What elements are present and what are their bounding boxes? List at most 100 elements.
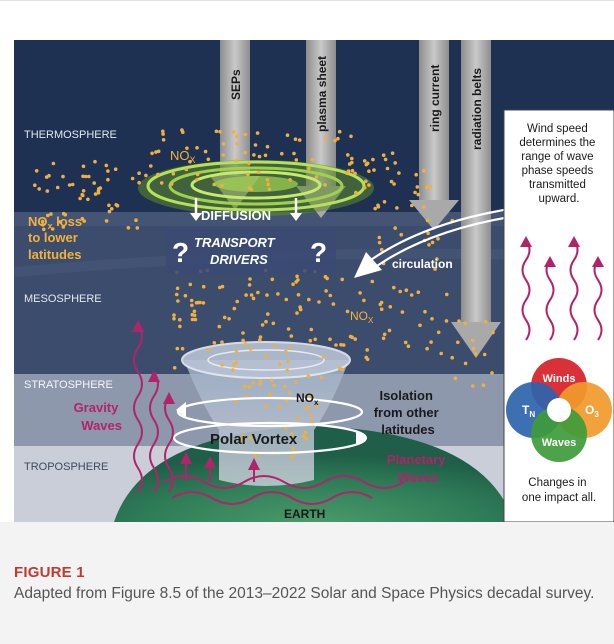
nox-dot [251, 381, 256, 385]
stratosphere-label: STRATOSPHERE [24, 379, 113, 391]
nox-dot [180, 346, 185, 351]
nox-dot [81, 174, 85, 179]
nox-dot [219, 184, 224, 188]
nox-dot [61, 174, 65, 179]
nox-dot [393, 226, 398, 230]
nox-dot [198, 300, 202, 305]
nox-dot [58, 220, 63, 224]
nox-dot [264, 404, 268, 409]
nox-dot [174, 292, 179, 297]
nox-dot [248, 347, 253, 351]
upward-waves [520, 236, 604, 341]
nox-dot [234, 360, 239, 365]
nox-dot [244, 293, 248, 297]
nox-dot [201, 284, 206, 289]
nox-dot [392, 285, 396, 290]
nox-dot [435, 257, 439, 261]
nox-dot [353, 171, 357, 176]
nox-dot [418, 323, 422, 328]
nox-top-label: NOX [170, 148, 196, 165]
nox-dot [149, 164, 153, 168]
nox-dot [403, 340, 408, 345]
nox-dot [175, 346, 180, 351]
nox-dot [278, 405, 282, 410]
nox-dot [67, 183, 72, 187]
nox-dot [395, 206, 399, 210]
nox-dot [445, 292, 449, 297]
nox-dot [214, 129, 219, 134]
nox-dot [399, 232, 404, 237]
nox-dot [406, 344, 411, 349]
nox-dot [491, 330, 495, 335]
nox-dot [429, 340, 433, 344]
nox-dot [376, 203, 380, 208]
nox-dot [106, 169, 110, 173]
nox-dot [364, 162, 369, 167]
nox-dot [307, 394, 312, 399]
venn-tn: TN [522, 403, 535, 419]
nox-dot [439, 351, 444, 356]
nox-dot [194, 301, 199, 305]
radiation-belts-arrow [451, 40, 501, 358]
venn-caption: Changes in one impact all. [522, 477, 596, 504]
nox-dot [444, 319, 449, 323]
nox-dot [248, 277, 252, 281]
nox-dot [346, 169, 351, 173]
nox-dot [379, 247, 384, 252]
nox-dot [47, 173, 51, 178]
nox-dot [270, 277, 275, 282]
nox-dot [307, 166, 311, 171]
nox-dot [93, 192, 98, 196]
nox-dot [234, 399, 238, 403]
nox-dot [256, 290, 260, 295]
nox-dot [315, 404, 320, 409]
nox-dot [453, 376, 458, 381]
nox-dot [416, 290, 421, 294]
nox-dot [195, 146, 199, 150]
nox-dot [81, 164, 86, 169]
nox-dot [107, 203, 111, 208]
nox-dot [268, 392, 272, 397]
nox-dot [50, 227, 55, 231]
nox-dot [156, 149, 161, 154]
planetary-waves [163, 452, 405, 505]
nox-dot [381, 336, 386, 341]
nox-meso-label: NOX [350, 309, 374, 325]
nox-dot [126, 226, 131, 230]
nox-dot [264, 354, 268, 359]
wind-speed-text: Wind speed determines the range of wave … [519, 123, 598, 205]
nox-dot [34, 169, 39, 173]
nox-dot [304, 436, 308, 441]
top-divider [0, 0, 614, 1]
nox-dot [231, 130, 236, 134]
troposphere-label: TROPOSPHERE [24, 461, 108, 473]
nox-dot [80, 192, 84, 197]
nox-dot [98, 186, 103, 190]
nox-dot [337, 366, 342, 371]
nox-dot [137, 171, 141, 175]
nox-dot [184, 167, 189, 172]
nox-dot [55, 185, 60, 190]
nox-dot [490, 371, 494, 375]
nox-dot [265, 178, 270, 182]
nox-dot [371, 157, 375, 162]
nox-dot [178, 324, 182, 329]
nox-dot [265, 293, 269, 297]
nox-dot [234, 349, 239, 354]
nox-dot [290, 432, 294, 436]
nox-dot [195, 172, 200, 177]
nox-dot [169, 182, 174, 186]
nox-dot [257, 154, 262, 159]
nox-dot [266, 182, 270, 187]
nox-dot [381, 153, 386, 157]
nox-dot [161, 132, 165, 136]
nox-dot [106, 177, 110, 182]
nox-dot [321, 355, 326, 359]
nox-dot [258, 382, 263, 386]
nox-dot [293, 137, 298, 141]
nox-dot [337, 129, 342, 134]
polar-vortex-label: Polar Vortex [210, 431, 298, 448]
nox-dot [235, 299, 239, 304]
nox-dot [339, 342, 343, 347]
nox-dot [426, 231, 430, 236]
